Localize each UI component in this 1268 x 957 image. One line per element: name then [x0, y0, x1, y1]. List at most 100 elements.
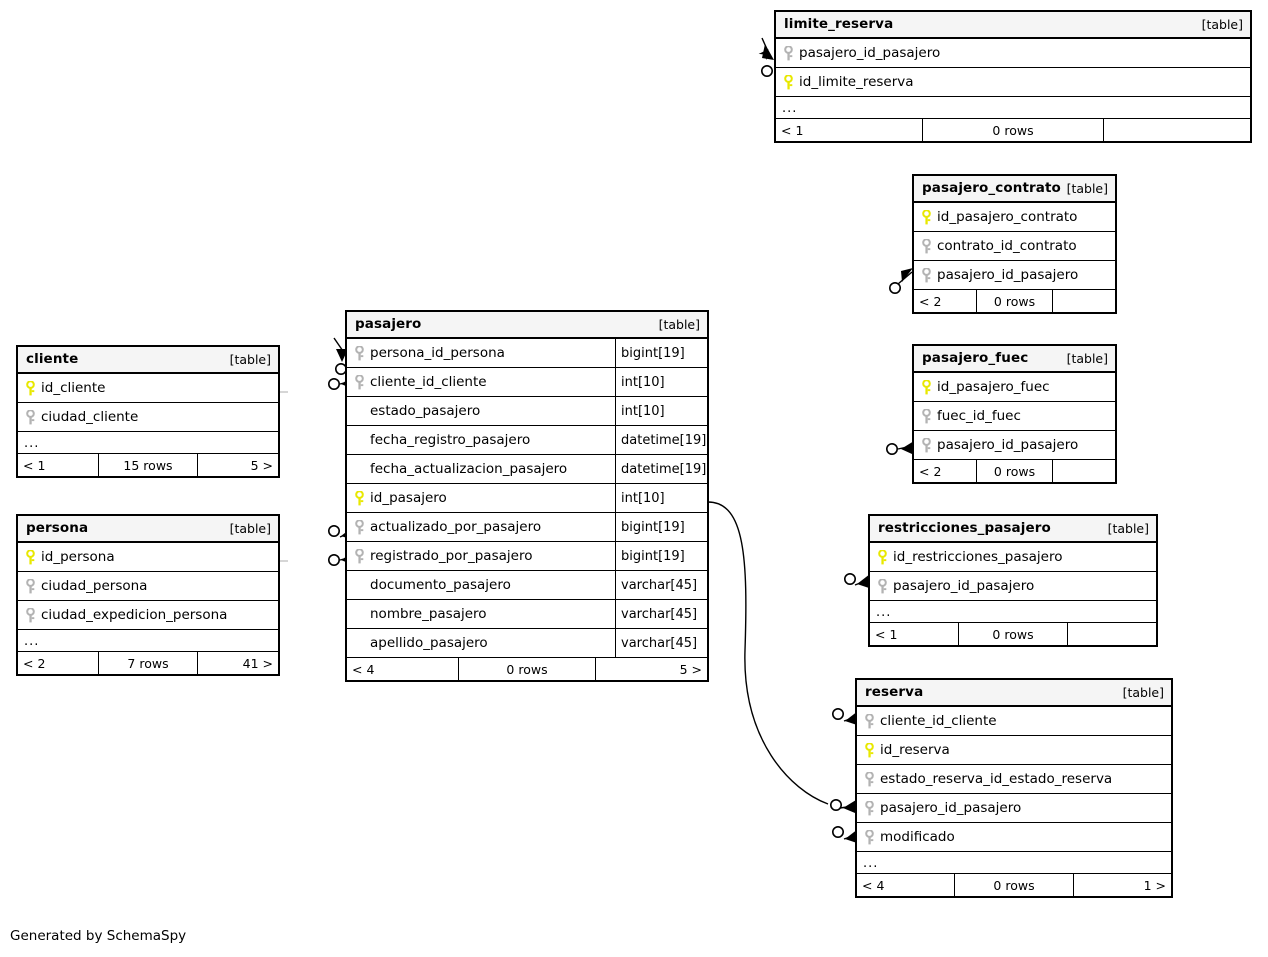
table-title: restricciones_pasajero	[878, 520, 1051, 536]
column-name: persona_id_persona	[370, 345, 505, 361]
footer-children[interactable]	[1103, 119, 1250, 141]
table-row[interactable]: id_limite_reserva	[776, 68, 1250, 97]
footer-children[interactable]	[1052, 290, 1115, 312]
table-row[interactable]: pasajero_id_pasajero	[870, 572, 1156, 601]
column-name: documento_pasajero	[370, 577, 511, 593]
column-cell: cliente_id_cliente	[347, 368, 615, 396]
table-row[interactable]: ciudad_expedicion_persona	[18, 601, 278, 630]
column-cell: nombre_pasajero	[347, 600, 615, 628]
footer-parents[interactable]: < 4	[352, 661, 375, 677]
footer-rowcount: 0 rows	[953, 874, 1073, 896]
footer-parents[interactable]: < 4	[862, 877, 885, 893]
footer-children[interactable]: 5 >	[595, 658, 707, 680]
table-row[interactable]: pasajero_id_pasajero	[857, 794, 1171, 823]
table-footer: < 1 15 rows 5 >	[18, 454, 278, 476]
column-name: ciudad_expedicion_persona	[41, 607, 228, 623]
table-row[interactable]: pasajero_id_pasajero	[914, 261, 1115, 290]
column-name: pasajero_id_pasajero	[937, 437, 1079, 453]
table-row[interactable]: registrado_por_pasajero bigint[19]	[347, 542, 707, 571]
column-type: bigint[19]	[615, 542, 707, 570]
table-row[interactable]: contrato_id_contrato	[914, 232, 1115, 261]
key-foreign-icon	[354, 345, 365, 361]
key-primary-icon	[354, 490, 365, 506]
footer-parents[interactable]: < 1	[781, 122, 804, 138]
table-row[interactable]: persona_id_persona bigint[19]	[347, 339, 707, 368]
table-pasajero_fuec[interactable]: pasajero_fuec [table] id_pasajero_fuec f…	[912, 344, 1117, 484]
footer-parents[interactable]: < 1	[23, 457, 46, 473]
key-foreign-icon	[354, 374, 365, 390]
footer-parents[interactable]: < 2	[23, 655, 46, 671]
key-foreign-icon	[864, 713, 875, 729]
table-row[interactable]: apellido_pasajero varchar[45]	[347, 629, 707, 658]
table-row[interactable]: estado_reserva_id_estado_reserva	[857, 765, 1171, 794]
table-row[interactable]: id_reserva	[857, 736, 1171, 765]
key-foreign-icon	[864, 829, 875, 845]
table-footer: < 4 0 rows 1 >	[857, 874, 1171, 896]
table-row[interactable]: nombre_pasajero varchar[45]	[347, 600, 707, 629]
column-cell: contrato_id_contrato	[914, 232, 1115, 260]
column-name: registrado_por_pasajero	[370, 548, 533, 564]
table-row[interactable]: id_pasajero_fuec	[914, 373, 1115, 402]
column-name: id_reserva	[880, 742, 950, 758]
table-row[interactable]: estado_pasajero int[10]	[347, 397, 707, 426]
key-none-icon	[354, 404, 365, 419]
footer-children[interactable]: 41 >	[196, 652, 278, 674]
marker-pasajero-contrato	[888, 268, 913, 294]
key-foreign-icon	[25, 607, 36, 623]
table-row[interactable]: id_pasajero_contrato	[914, 203, 1115, 232]
footer-children[interactable]: 1 >	[1073, 874, 1171, 896]
footer-children[interactable]: 5 >	[196, 454, 278, 476]
table-row[interactable]: fecha_registro_pasajero datetime[19]	[347, 426, 707, 455]
table-cliente[interactable]: cliente [table] id_cliente ciudad_client…	[16, 345, 280, 478]
ellipsis-label: ...	[876, 605, 892, 620]
footer-children[interactable]	[1052, 460, 1115, 482]
column-cell: actualizado_por_pasajero	[347, 513, 615, 541]
footer-parents[interactable]: < 2	[919, 463, 942, 479]
table-row[interactable]: cliente_id_cliente	[857, 707, 1171, 736]
table-pasajero[interactable]: pasajero [table] persona_id_persona bigi…	[345, 310, 709, 682]
column-cell: id_limite_reserva	[776, 68, 1250, 96]
table-row[interactable]: documento_pasajero varchar[45]	[347, 571, 707, 600]
footer-parents[interactable]: < 2	[919, 293, 942, 309]
table-row[interactable]: pasajero_id_pasajero	[914, 431, 1115, 460]
column-name: modificado	[880, 829, 955, 845]
column-cell: ciudad_expedicion_persona	[18, 601, 278, 629]
table-row[interactable]: modificado	[857, 823, 1171, 852]
column-type: varchar[45]	[615, 571, 707, 599]
column-name: estado_pasajero	[370, 403, 481, 419]
table-row[interactable]: ciudad_cliente	[18, 403, 278, 432]
table-row[interactable]: id_cliente	[18, 374, 278, 403]
table-row[interactable]: id_pasajero int[10]	[347, 484, 707, 513]
table-row[interactable]: id_persona	[18, 543, 278, 572]
table-row[interactable]: pasajero_id_pasajero	[776, 39, 1250, 68]
table-row[interactable]: ciudad_persona	[18, 572, 278, 601]
column-name: id_limite_reserva	[799, 74, 914, 90]
table-reserva[interactable]: reserva [table] cliente_id_cliente id_re…	[855, 678, 1173, 898]
column-cell: pasajero_id_pasajero	[857, 794, 1171, 822]
table-tag: [table]	[1066, 180, 1108, 196]
table-row[interactable]: fuec_id_fuec	[914, 402, 1115, 431]
column-cell: estado_pasajero	[347, 397, 615, 425]
column-cell: id_cliente	[18, 374, 278, 402]
table-row[interactable]: id_restricciones_pasajero	[870, 543, 1156, 572]
table-pasajero_contrato[interactable]: pasajero_contrato [table] id_pasajero_co…	[912, 174, 1117, 314]
footer-rowcount: 0 rows	[958, 623, 1067, 645]
ellipsis-label: ...	[863, 856, 879, 871]
key-foreign-icon	[354, 548, 365, 564]
table-persona[interactable]: persona [table] id_persona ciudad_person…	[16, 514, 280, 676]
table-row[interactable]: fecha_actualizacion_pasajero datetime[19…	[347, 455, 707, 484]
key-primary-icon	[921, 209, 932, 225]
footer-children[interactable]	[1066, 623, 1156, 645]
footer-parents[interactable]: < 1	[875, 626, 898, 642]
column-cell: fecha_registro_pasajero	[347, 426, 615, 454]
table-tag: [table]	[1201, 16, 1243, 32]
key-foreign-icon	[783, 45, 794, 61]
table-header: reserva [table]	[857, 680, 1171, 707]
column-name: id_pasajero_contrato	[937, 209, 1078, 225]
table-row[interactable]: cliente_id_cliente int[10]	[347, 368, 707, 397]
key-none-icon	[354, 578, 365, 593]
table-row[interactable]: actualizado_por_pasajero bigint[19]	[347, 513, 707, 542]
table-restricciones_pasajero[interactable]: restricciones_pasajero [table] id_restri…	[868, 514, 1158, 647]
table-limite_reserva[interactable]: limite_reserva [table] pasajero_id_pasaj…	[774, 10, 1252, 143]
